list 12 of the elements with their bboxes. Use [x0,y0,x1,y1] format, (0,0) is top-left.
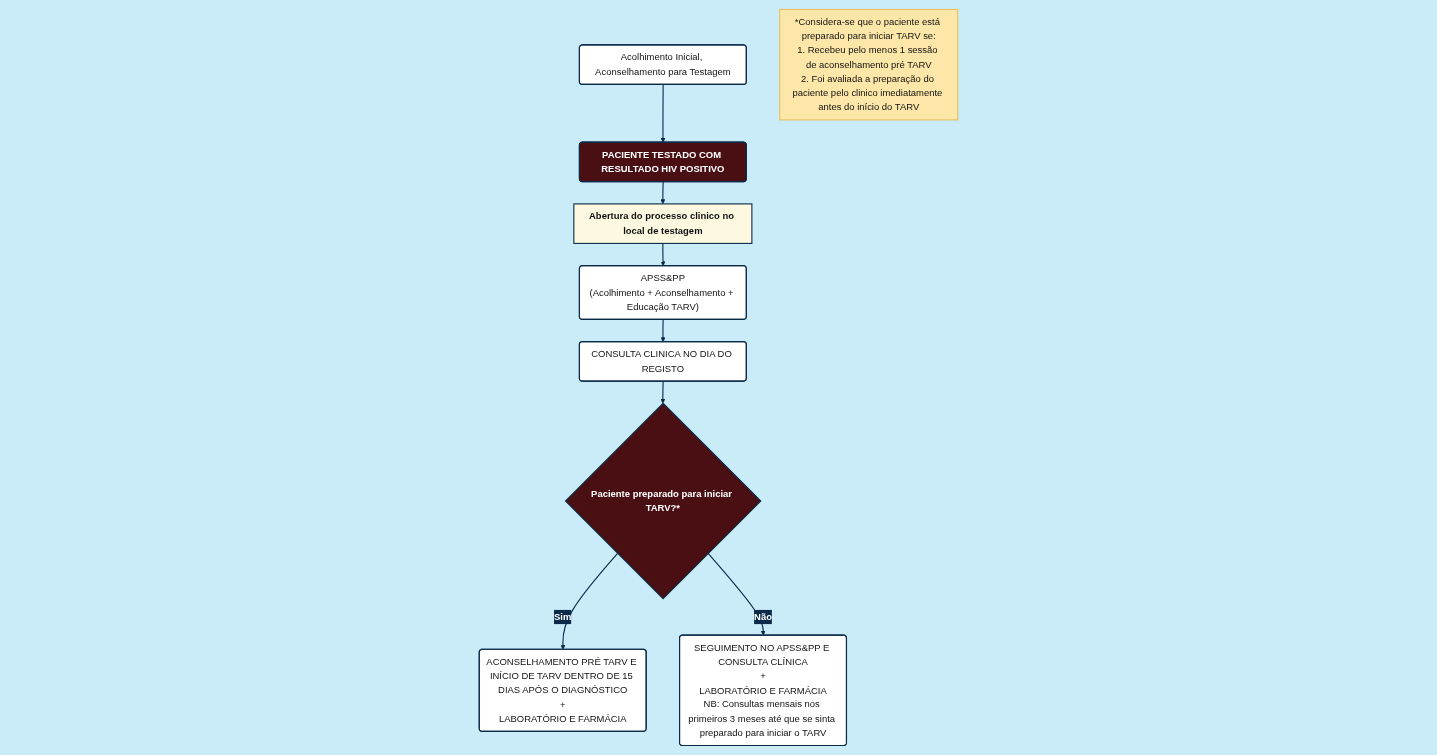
edge-label: Sim [554,611,572,623]
arrow [660,380,666,404]
arrow [707,552,766,636]
arrow [660,181,666,205]
arrow [660,319,666,343]
node-box: Abertura do processo clinico no local de testagem [573,203,753,244]
arrow [660,242,666,267]
node-diamond: Paciente preparado para iniciar TARV?* [564,402,762,600]
arrow [660,84,666,143]
arrow [560,552,619,650]
node-box: *Considera-se que o paciente está preparado para iniciar TARV se: 1. Recebeu pelo menos 1 sessão de aconselhamento pré TARV 2. Foi avaliada a preparação do paciente pelo clinico imediatamente antes do início do TARV [779,8,959,121]
edge-label: Não [754,611,772,623]
